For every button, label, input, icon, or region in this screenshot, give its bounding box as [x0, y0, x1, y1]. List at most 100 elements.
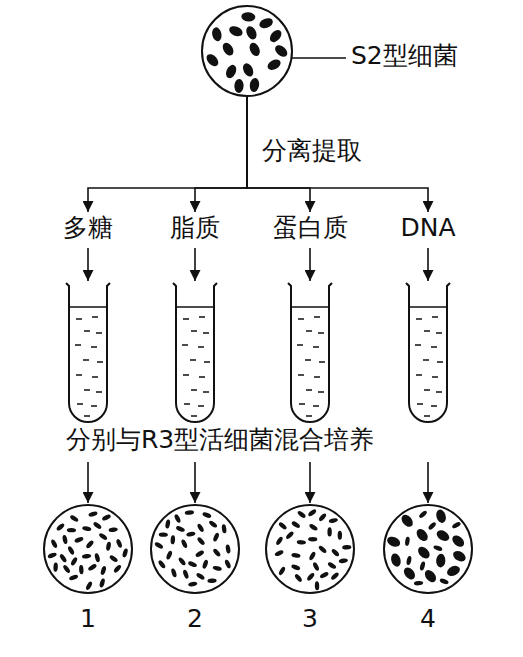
- bacterium: [212, 532, 220, 542]
- bacterium: [53, 562, 58, 571]
- flow-arrow: [247, 97, 428, 212]
- bacterium: [268, 28, 284, 45]
- bacterium: [98, 532, 108, 541]
- bacterium: [185, 510, 195, 515]
- bacterium: [69, 514, 79, 523]
- bacterium: [108, 527, 118, 533]
- bacterium: [435, 528, 451, 543]
- bacterium: [212, 565, 222, 571]
- bacterium: [82, 526, 92, 532]
- petri-dish: 1: [43, 504, 133, 594]
- bacterium: [211, 26, 223, 42]
- bacterium: [312, 561, 320, 571]
- dish-outline: [150, 504, 240, 594]
- bacterium: [318, 545, 328, 554]
- bacterium: [342, 545, 351, 550]
- bacterium: [100, 565, 107, 575]
- arrow-segment: [88, 97, 247, 212]
- test-tube: [406, 283, 450, 422]
- substance-node: DNA: [378, 213, 478, 247]
- petri-dish: 3: [265, 504, 355, 594]
- bacterium: [182, 569, 189, 579]
- bacterium: [436, 554, 446, 568]
- bacterium: [87, 563, 97, 572]
- bacterium: [180, 539, 188, 549]
- dish-rim: [202, 6, 292, 96]
- bacterium: [278, 566, 286, 576]
- bacterium: [249, 77, 260, 92]
- substance-name: 脂质: [145, 213, 245, 243]
- bacterium: [306, 572, 315, 582]
- dish-outline: [43, 504, 133, 594]
- bacterium: [389, 552, 402, 568]
- arrow-segment: [87, 248, 89, 281]
- bacterium: [109, 554, 119, 563]
- flow-arrow: [310, 248, 311, 503]
- dish-rim: [151, 505, 239, 593]
- bacterium: [174, 513, 182, 523]
- bacterium: [56, 522, 66, 531]
- bacterium: [275, 536, 284, 546]
- bacterium: [88, 511, 98, 518]
- bacterium: [297, 540, 306, 545]
- dish-number: 1: [43, 604, 133, 634]
- bacterium: [234, 79, 244, 93]
- bacterium: [202, 559, 209, 569]
- bacterium: [79, 565, 84, 574]
- bacterium: [338, 531, 342, 540]
- bacterium: [308, 551, 316, 561]
- bacterium: [399, 513, 415, 529]
- bacterium: [327, 527, 331, 536]
- bacterium: [419, 561, 426, 571]
- flow-arrow: [195, 97, 247, 212]
- flow-arrow: [195, 248, 196, 503]
- bacterium: [451, 521, 461, 529]
- dish-outline: [383, 504, 473, 594]
- bacterium: [241, 62, 256, 79]
- dish-rim: [266, 505, 354, 593]
- bacterium: [258, 16, 274, 30]
- bacterium: [101, 514, 111, 522]
- bacterium: [330, 571, 340, 580]
- bacterium: [106, 541, 112, 551]
- bacterium: [74, 536, 84, 543]
- dish-number: 3: [265, 604, 355, 634]
- bacterium: [62, 564, 71, 574]
- bacterium: [204, 52, 220, 68]
- bacterium: [208, 520, 218, 529]
- bacterium: [178, 556, 187, 566]
- bacterium: [165, 519, 171, 529]
- bacterium: [328, 517, 338, 523]
- bacterium: [207, 578, 216, 583]
- step-note: 分别与R3型活细菌混合培养: [66, 425, 506, 455]
- bacterium: [414, 527, 430, 543]
- bacterium: [308, 537, 317, 541]
- dish-number: 2: [150, 604, 240, 634]
- bacterium: [450, 533, 466, 549]
- bacterium: [92, 521, 102, 530]
- bacterium: [224, 559, 232, 569]
- bacterium: [327, 561, 337, 570]
- bacterium: [221, 524, 227, 534]
- step-label: 分离提取: [262, 136, 392, 166]
- bacterium: [67, 545, 75, 555]
- arrow-segment: [427, 248, 429, 281]
- bacterium: [338, 558, 348, 564]
- bacterium: [225, 544, 231, 554]
- petri-dish: 2: [150, 504, 240, 594]
- bacterium: [319, 571, 329, 579]
- bacterium: [70, 556, 78, 566]
- bacterium: [224, 63, 238, 80]
- bacterium: [175, 525, 185, 533]
- bacterium: [186, 531, 196, 537]
- bacterium: [266, 57, 283, 72]
- bacterium: [157, 559, 166, 569]
- bacterium: [445, 564, 461, 578]
- bacterium: [307, 508, 317, 517]
- bacterium: [170, 535, 175, 544]
- arrow-segment: [194, 462, 196, 503]
- bacterium: [427, 521, 437, 531]
- bacterium: [220, 41, 235, 58]
- bacterium: [315, 581, 320, 590]
